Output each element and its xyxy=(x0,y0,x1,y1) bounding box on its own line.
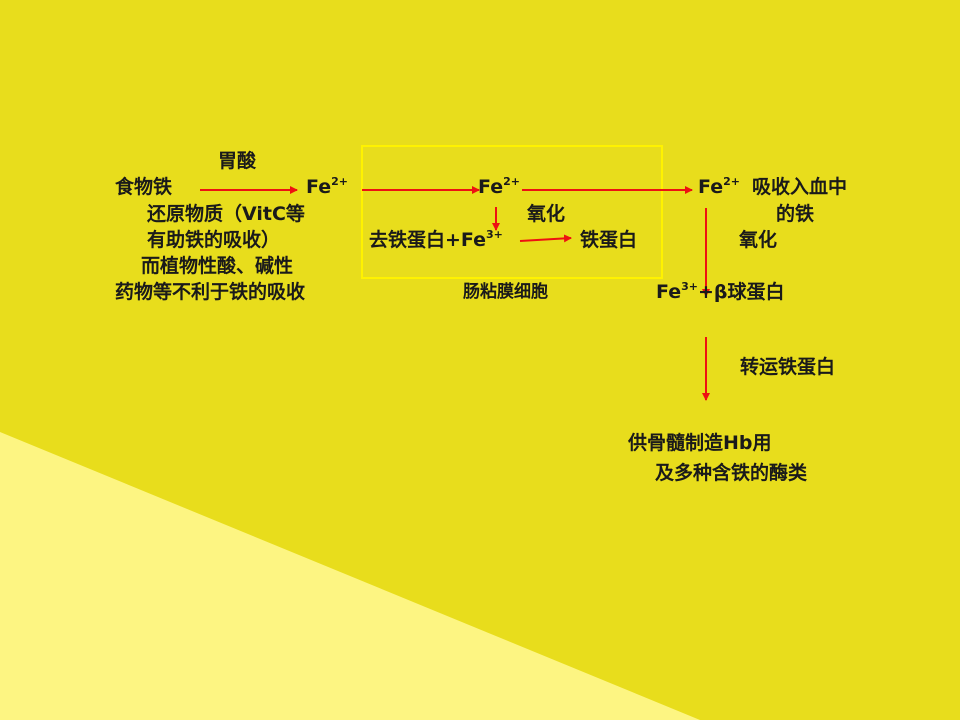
label-fe2-b: Fe2+ xyxy=(478,175,520,198)
label-helps-absorption: 有助铁的吸收） xyxy=(147,229,281,251)
arrow-apoferritin-to-ferritin xyxy=(519,234,572,243)
light-corner-shape xyxy=(0,432,700,720)
label-gastric-acid: 胃酸 xyxy=(218,150,257,172)
label-fe2-a: Fe2+ xyxy=(306,175,348,198)
label-food-iron: 食物铁 xyxy=(115,176,173,198)
label-oxidation-2: 氧化 xyxy=(739,229,778,251)
label-fe2-c: Fe2+ xyxy=(698,175,740,198)
fe2-c-sup: 2+ xyxy=(723,175,740,188)
label-supply-bone-marrow: 供骨髓制造Hb用 xyxy=(628,432,772,454)
fe2-a-base: Fe xyxy=(306,176,332,198)
label-oxidation-1: 氧化 xyxy=(527,203,566,225)
label-phytic-acid: 而植物性酸、碱性 xyxy=(141,255,294,277)
label-transferrin: 转运铁蛋白 xyxy=(740,356,836,378)
fe3-base: Fe xyxy=(656,281,682,303)
label-reducing-substances: 还原物质（VitC等 xyxy=(147,203,305,225)
label-drugs-hinder: 药物等不利于铁的吸收 xyxy=(115,281,306,303)
label-intestinal-cell: 肠粘膜细胞 xyxy=(463,282,548,302)
fe3-sup: 3+ xyxy=(681,280,698,293)
apoferritin-base: 去铁蛋白+Fe xyxy=(369,229,487,251)
fe2-b-sup: 2+ xyxy=(503,175,520,188)
label-iron-in-blood: 的铁 xyxy=(776,203,815,225)
fe2-a-sup: 2+ xyxy=(331,175,348,188)
apoferritin-sup: 3+ xyxy=(486,228,503,241)
label-fe3-beta-globulin: Fe3++β球蛋白 xyxy=(656,280,785,303)
label-apoferritin: 去铁蛋白+Fe3+ xyxy=(369,228,503,251)
label-ferritin: 铁蛋白 xyxy=(580,229,638,251)
highlight-box xyxy=(361,145,663,279)
label-iron-enzymes: 及多种含铁的酶类 xyxy=(655,462,808,484)
fe2-c-base: Fe xyxy=(698,176,724,198)
fe2-b-base: Fe xyxy=(478,176,504,198)
fe3-suffix: +β球蛋白 xyxy=(697,281,785,303)
label-absorb-into-blood: 吸收入血中 xyxy=(752,176,848,198)
